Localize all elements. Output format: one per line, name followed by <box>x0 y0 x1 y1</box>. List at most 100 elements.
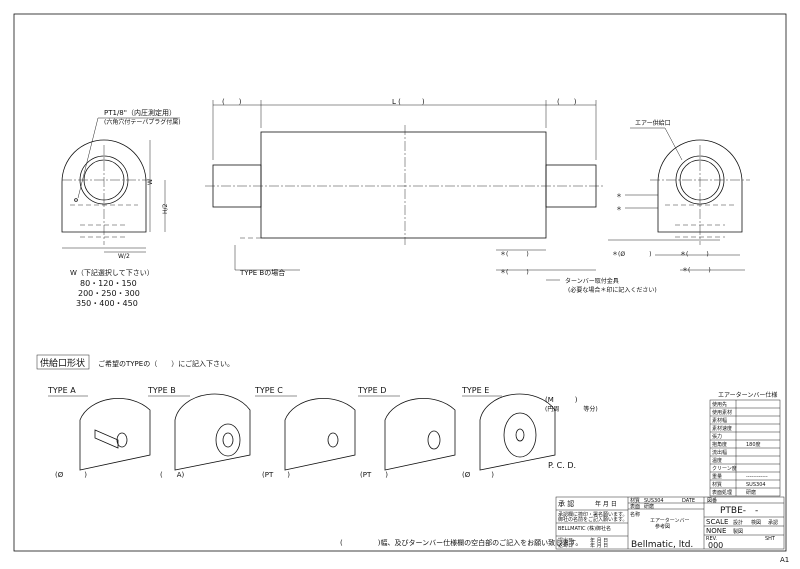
right-dim-p2: ＊( ) <box>682 267 711 274</box>
type-d-name: TYPE D <box>357 386 386 395</box>
tb-scale-label: SCALE <box>706 518 728 526</box>
tb-part-name-label: 名称 <box>630 511 640 518</box>
type-b-name: TYPE B <box>147 386 176 395</box>
dim-w-half-label: W/2 <box>118 253 130 260</box>
tb-material-label: 材質 <box>630 497 640 504</box>
side-length-label: L ( ) <box>392 98 425 106</box>
supply-instruction: ご希望のTYPEの（ ）にご記入下さい。 <box>98 359 234 368</box>
tb-date-label1: 提出日 <box>558 537 573 544</box>
type-c-name: TYPE C <box>254 386 283 395</box>
tb-approval: 承 認 <box>558 499 574 508</box>
type-b-note: TYPE Bの場合 <box>239 268 285 277</box>
spec-row-label: 流出幅 <box>712 449 727 456</box>
spec-row-label: 素材幅 <box>712 417 727 424</box>
type-a-field: (Ø ) <box>55 471 87 479</box>
spec-row-label: 抱角度 <box>712 441 727 448</box>
dim-h-half-label: H/2 <box>162 203 169 214</box>
spec-row-value: 研磨 <box>746 489 756 496</box>
tb-drawn-label: 製図 <box>733 528 743 535</box>
spec-row-label: 材質 <box>712 481 722 488</box>
tb-design-label: 設計 <box>733 519 743 526</box>
type-c: TYPE C (PT ) <box>254 386 356 479</box>
tb-part-name2: 参考図 <box>655 523 670 530</box>
sheet-size: A1 <box>780 556 789 564</box>
type-e-name: TYPE E <box>461 386 489 395</box>
type-b: TYPE B ( A) <box>147 386 251 479</box>
supply-section: 供給口形状 ご希望のTYPEの（ ）にご記入下さい。 TYPE A (Ø ) T… <box>36 354 598 479</box>
right-view: エアー供給口 ＊ ＊ ＊(Ø ) ＊( ) ＊( ) ＊( ) ＊( ) ターン… <box>496 119 750 294</box>
tb-sheet-label: SHT <box>765 536 776 542</box>
spec-row-value: ------------ <box>746 474 768 480</box>
tb-approval-note1: 承認欄に捺印・署名願います。 <box>558 511 628 518</box>
tb-date-header: DATE <box>682 498 695 504</box>
front-view: W H/2 W/2 PT1/8"（内圧測定用） (六角穴付テーパプラグ付属) W… <box>61 108 181 308</box>
air-port-label: エアー供給口 <box>635 119 671 127</box>
type-e: TYPE E (M ) (円周 等分) P. C. D. (Ø ) <box>461 386 598 479</box>
tb-approval-date: 年 月 日 <box>595 500 617 508</box>
right-dim-p1: ＊( ) <box>680 251 709 258</box>
spec-row-label: 温度 <box>712 457 722 464</box>
type-d: TYPE D (PT ) <box>357 386 456 479</box>
tb-company-short: BELLMATIC (株) <box>558 525 596 532</box>
spec-row-label: 表面処理 <box>712 489 732 496</box>
title-block: 承 認 年 月 日 承認欄に捺印・署名願います。 御社の名前をご記入願います。 … <box>555 496 785 550</box>
fitting-title: ターンバー取付金具 <box>565 277 619 285</box>
supply-heading: 供給口形状 <box>40 357 85 369</box>
port-note: (六角穴付テーパプラグ付属) <box>104 118 181 126</box>
type-e-m-label: (M ) <box>545 396 578 404</box>
side-dim-p3: ＊( ) <box>500 251 529 258</box>
type-a-name: TYPE A <box>47 386 76 395</box>
tb-dwg-no-label: 図番 <box>707 497 717 504</box>
type-e-qty-label: (円周 等分) <box>545 405 598 413</box>
tb-part-name1: エアーターンバー <box>650 517 689 524</box>
spec-row-value: SUS304 <box>746 482 766 488</box>
tb-finish-label: 表面 <box>630 503 640 510</box>
spec-row-value: 180度 <box>746 441 761 448</box>
w-option-3: 350・400・450 <box>76 299 138 308</box>
tb-rev-value: 000 <box>708 541 723 550</box>
type-e-field: (Ø ) <box>462 471 494 479</box>
spec-row-label: 使用先 <box>712 401 727 408</box>
tb-scale-value: NONE <box>706 527 726 535</box>
type-d-field: (PT ) <box>360 471 388 479</box>
side-view: ( ) L ( ) ( ) TYPE Bの場合 <box>205 98 604 277</box>
w-note: W（下記選択して下さい） <box>70 268 154 277</box>
footer-note: ( )幅、及びターンバー仕様欄の空白部のご記入をお願い致します。 <box>340 538 582 547</box>
port-label: PT1/8"（内圧測定用） <box>104 108 176 117</box>
side-dim-p4: ＊( ) <box>500 269 529 276</box>
side-paren-right: ( ) <box>557 98 577 106</box>
tb-approve-label: 承認 <box>768 519 778 526</box>
w-option-1: 80・120・150 <box>80 279 137 288</box>
tb-date-value1: 年 月 日 <box>590 537 608 544</box>
tb-approval-note2: 御社の名前をご記入願います。 <box>558 516 628 523</box>
type-a: TYPE A (Ø ) <box>47 386 151 479</box>
spec-title: エアーターンバー仕様 <box>718 391 777 399</box>
spec-row-label: 張力 <box>712 433 722 440</box>
spec-row-label: 素材速度 <box>712 425 732 432</box>
right-mark-1: ＊ <box>616 193 622 200</box>
fitting-note: (必要な場合＊印に記入ください) <box>568 286 657 294</box>
tb-date-value2: 年 月 日 <box>590 542 608 549</box>
w-option-2: 200・250・300 <box>78 289 140 298</box>
side-paren-left: ( ) <box>222 98 242 106</box>
spec-row-label: 重量 <box>712 473 722 480</box>
tb-rev-label: REV. <box>706 536 717 542</box>
type-b-field: ( A) <box>160 471 185 479</box>
tb-name-label: 御社名 <box>596 525 611 532</box>
sheet-border <box>13 13 787 552</box>
tb-company-full: Bellmatic, ltd. <box>631 540 693 550</box>
tb-material-value: SUS304 <box>644 498 664 504</box>
dim-w-label: W <box>147 179 154 185</box>
spec-row-label: 使用素材 <box>712 409 732 416</box>
spec-row-label: クリーン度 <box>712 465 737 472</box>
right-dim-phi: ＊(Ø ) <box>612 251 651 258</box>
type-c-field: (PT ) <box>262 471 290 479</box>
tb-check-label: 検図 <box>751 519 761 526</box>
tb-finish-value: 研磨 <box>644 503 654 510</box>
right-mark-2: ＊ <box>616 206 622 213</box>
tb-date-label2: 返却日 <box>558 542 573 549</box>
type-e-pcd-label: P. C. D. <box>548 461 576 470</box>
